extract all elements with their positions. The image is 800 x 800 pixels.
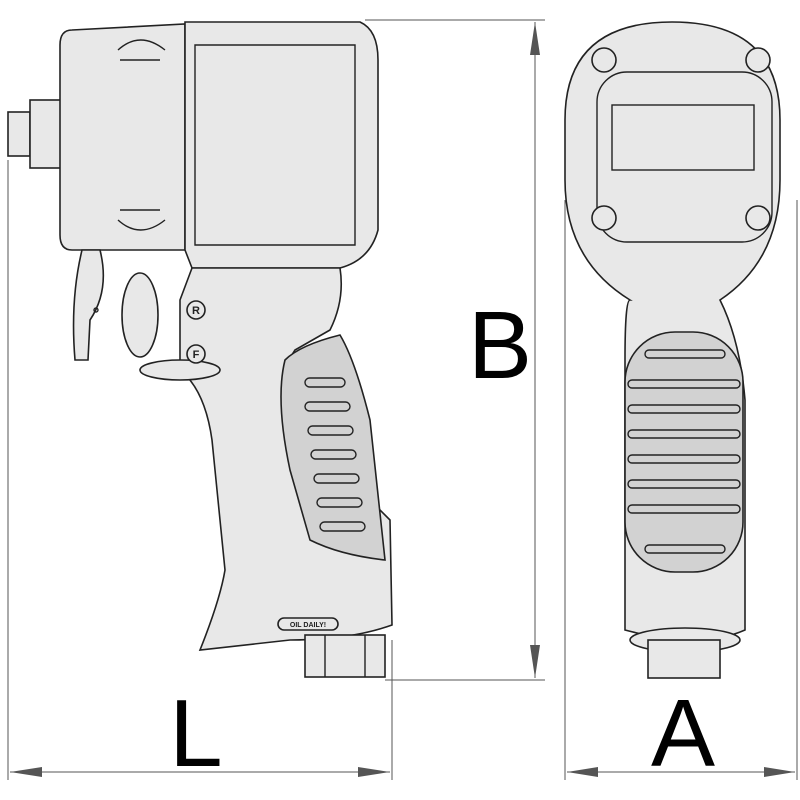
anvil-collar (29, 99, 63, 169)
side-view: OIL DAILY! R F (7, 21, 393, 678)
svg-text:F: F (193, 349, 200, 361)
air-inlet-fitting (304, 634, 386, 678)
trigger[interactable] (72, 249, 105, 361)
forward-mark (186, 344, 206, 364)
hammer-case (59, 23, 186, 251)
front-air-inlet (647, 639, 721, 679)
power-regulator-dial[interactable] (121, 272, 159, 358)
cover-screws (591, 47, 771, 231)
front-view (564, 21, 781, 679)
svg-text:R: R (192, 305, 200, 317)
grip-ribs (304, 377, 366, 532)
dimension-label-a: A (651, 680, 715, 787)
reverse-mark (186, 300, 206, 320)
forward-reverse-switch[interactable] (139, 359, 221, 381)
rubber-grip-pad (280, 334, 386, 561)
front-label-plate (611, 104, 755, 171)
front-grip-ribs (627, 349, 741, 554)
front-grip-pad (624, 331, 744, 573)
dimension-lines (7, 19, 798, 780)
dimension-label-l: L (169, 680, 222, 787)
front-cover (596, 71, 773, 243)
oil-daily-label (277, 617, 339, 631)
svg-text:OIL DAILY!: OIL DAILY! (290, 622, 326, 629)
dimension-label-b: B (468, 292, 532, 399)
motor-housing (184, 21, 379, 269)
square-drive-anvil (7, 111, 31, 157)
